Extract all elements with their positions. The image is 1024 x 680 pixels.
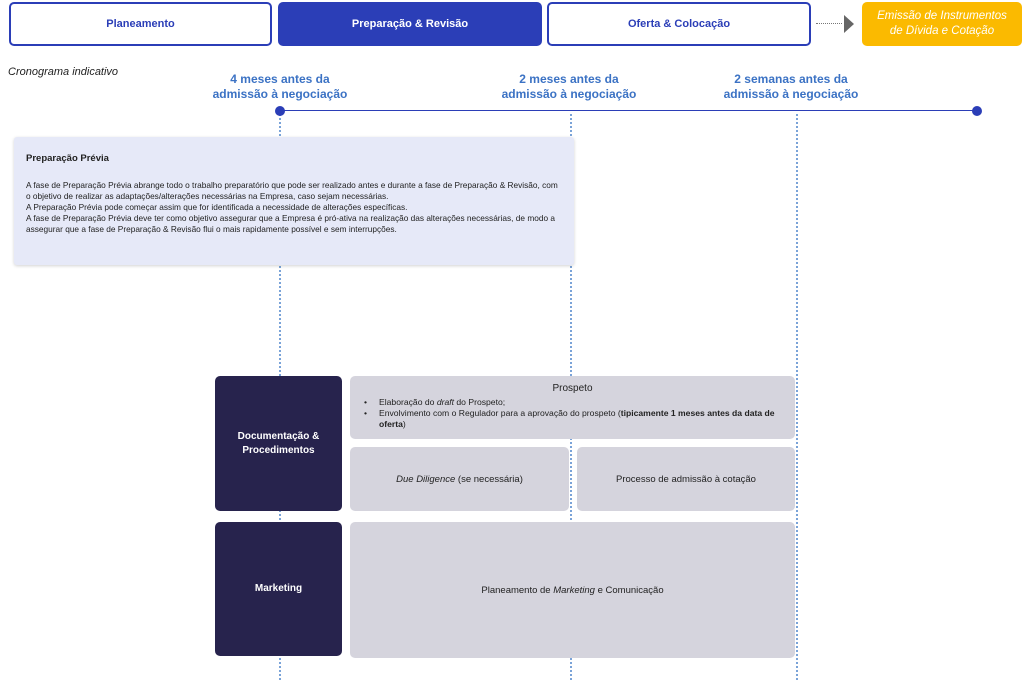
due-diligence-label: Due Diligence (se necessária) [396,474,523,485]
guide-line-2-weeks [796,114,798,680]
phase-label-line2: de Dívida e Cotação [889,25,995,37]
prep-previa-title: Preparação Prévia [26,153,109,164]
milestone-line2: admissão à negociação [501,87,637,101]
milestone-line1: 2 meses antes da [519,72,619,86]
category-label: Documentação & Procedimentos [237,430,320,456]
phase-label: Planeamento [106,18,175,30]
bullet-text: Elaboração do [379,397,437,407]
marketing-plan-card: Planeamento de Marketing e Comunicação [350,522,795,658]
prep-previa-paragraph: A Preparação Prévia pode começar assim q… [26,202,408,212]
bullet-text-emphasis: draft [436,397,455,407]
prep-previa-box: Preparação Prévia A fase de Preparação P… [14,137,574,265]
due-diligence-card: Due Diligence (se necessária) [350,447,569,511]
due-diligence-rest: (se necessária) [455,473,523,485]
phase-tab-preparacao-revisao[interactable]: Preparação & Revisão [278,2,542,46]
milestone-line1: 2 semanas antes da [734,72,848,86]
milestone-2-weeks: 2 semanas antes da admissão à negociação [716,72,866,102]
phase-label-line1: Emissão de Instrumentos [877,10,1007,22]
phase-label: Preparação & Revisão [351,18,469,30]
bullet-text-bold: tipicamente 1 meses antes da data de ofe… [379,408,775,429]
bullet-text: Envolvimento com o Regulador para a apro… [379,408,621,418]
prospeto-card: Prospeto Elaboração do draft do Prospeto… [350,376,795,439]
phase-tab-oferta-colocacao[interactable]: Oferta & Colocação [547,2,811,46]
timeline-end-dot [972,106,982,116]
prospeto-title: Prospeto [552,383,593,394]
connector-dotted-line [816,23,842,24]
prep-previa-paragraph: A fase de Preparação Prévia deve ter com… [26,213,555,234]
timeline-start-dot [275,106,285,116]
milestone-line1: 4 meses antes da [230,72,330,86]
marketing-plan-text: e Comunicação [594,584,664,596]
marketing-plan-text: Planeamento de [481,584,554,596]
prep-previa-paragraph: A fase de Preparação Prévia abrange todo… [26,180,558,201]
phase-tab-planeamento[interactable]: Planeamento [9,2,272,46]
bullet-text: do Prospeto; [454,397,506,407]
category-marketing: Marketing [215,522,342,656]
phase-tab-emissao-cotacao[interactable]: Emissão de Instrumentos de Dívida e Cota… [862,2,1022,46]
marketing-plan-label: Planeamento de Marketing e Comunicação [481,585,663,596]
milestone-2-months: 2 meses antes da admissão à negociação [494,72,644,102]
timeline-axis [280,110,977,111]
timeline-label: Cronograma indicativo [8,66,119,78]
prospeto-bullet: Elaboração do draft do Prospeto; [362,397,795,408]
category-label: Marketing [254,583,303,594]
due-diligence-emphasis: Due Diligence [396,473,456,485]
bullet-text: ) [402,419,406,429]
category-documentacao-procedimentos: Documentação & Procedimentos [215,376,342,511]
milestone-line2: admissão à negociação [723,87,859,101]
arrow-right-icon [844,15,854,33]
prospeto-bullet: Envolvimento com o Regulador para a apro… [362,408,795,430]
admission-process-card: Processo de admissão à cotação [577,447,795,511]
milestone-4-months: 4 meses antes da admissão à negociação [205,72,355,102]
milestone-line2: admissão à negociação [212,87,348,101]
admission-process-label: Processo de admissão à cotação [616,473,756,485]
marketing-plan-emphasis: Marketing [553,584,595,596]
phase-label: Oferta & Colocação [627,18,731,30]
phase-label: Emissão de Instrumentos de Dívida e Cota… [877,9,1007,39]
